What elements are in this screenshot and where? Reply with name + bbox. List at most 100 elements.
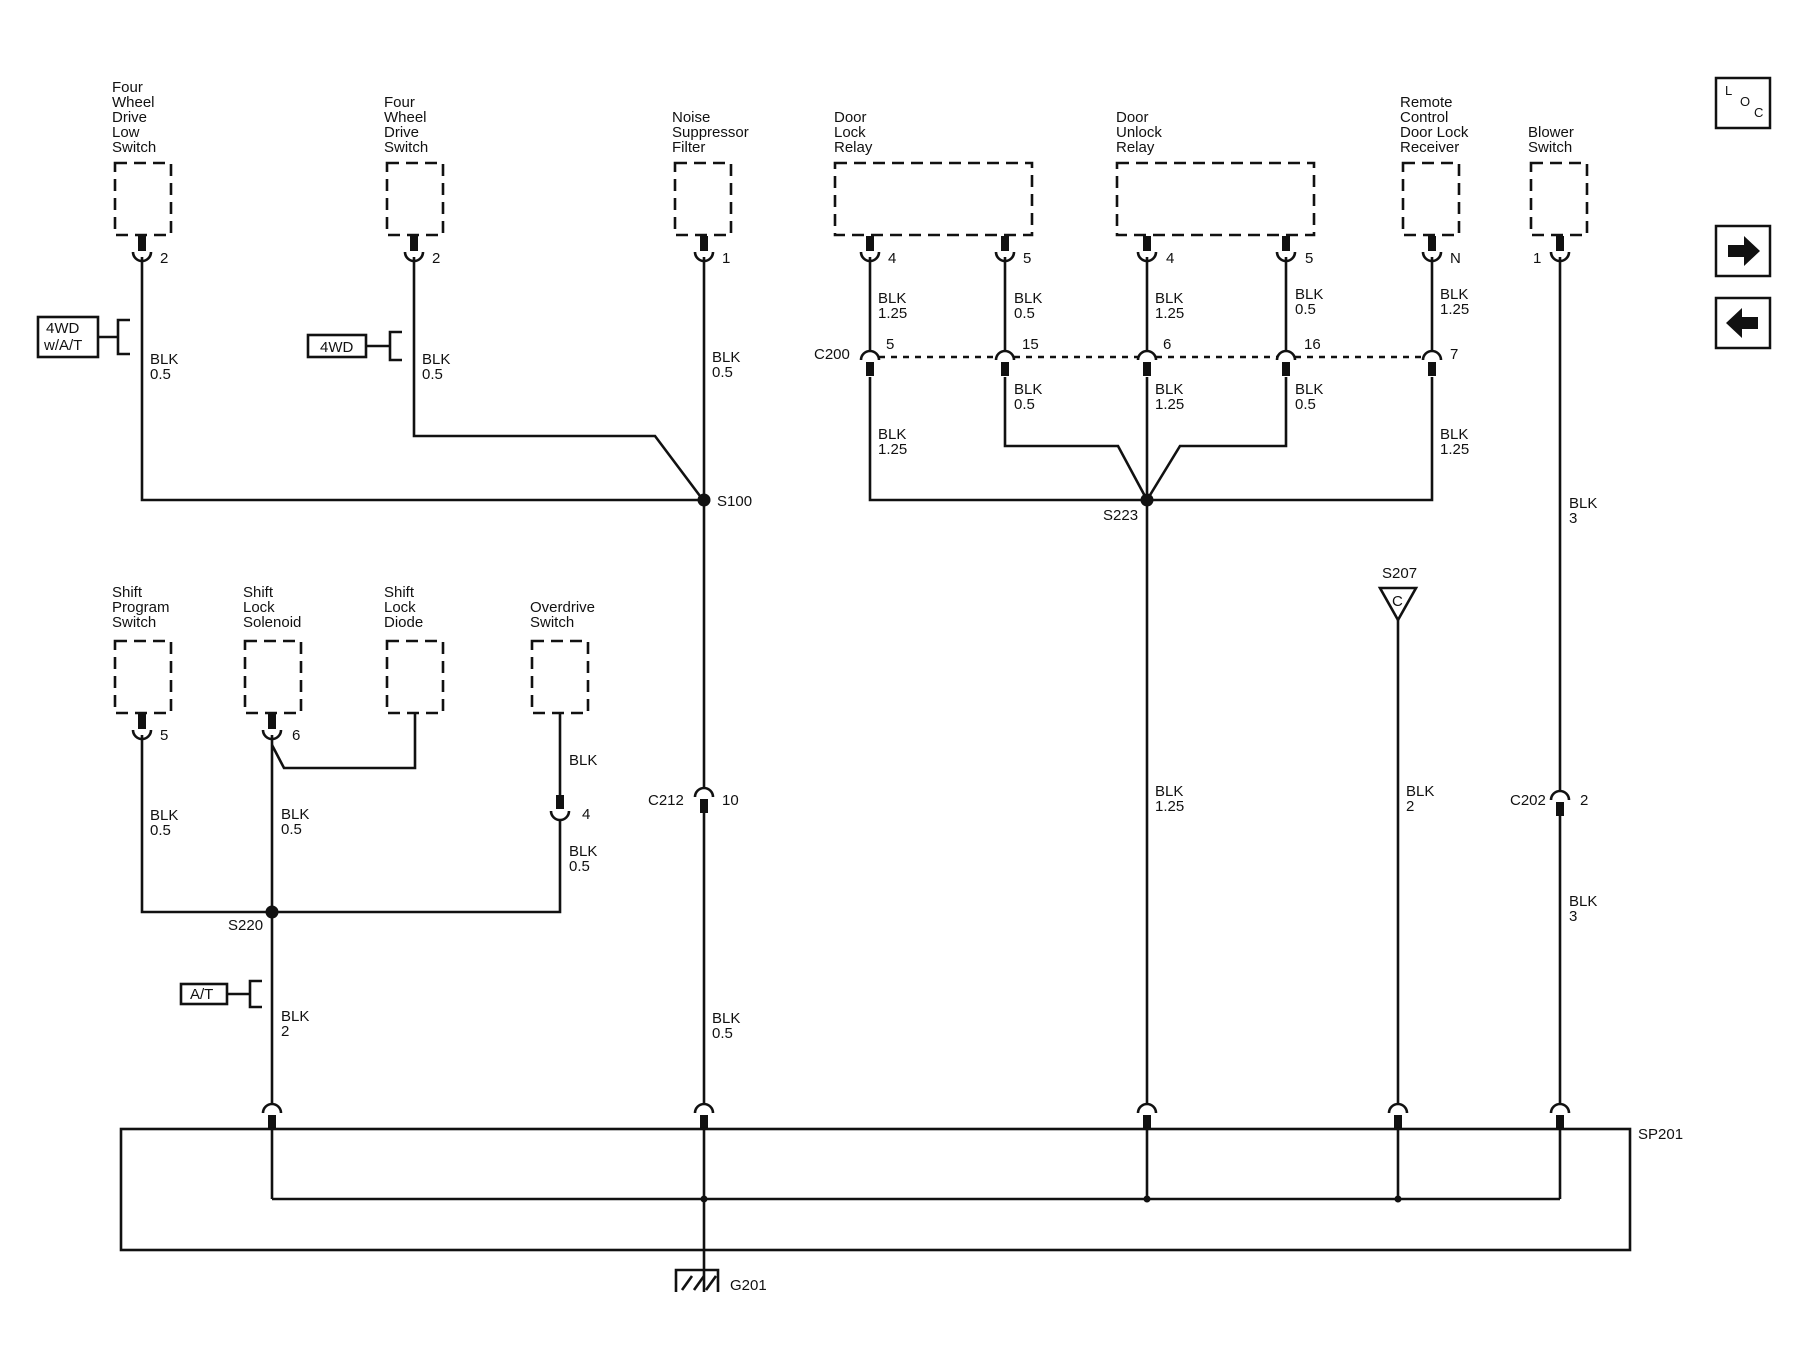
svg-text:Low: Low	[112, 124, 140, 141]
svg-text:BLK: BLK	[1295, 286, 1323, 303]
svg-text:Blower: Blower	[1528, 124, 1574, 141]
remote-control-door-lock-receiver	[1401, 161, 1461, 237]
shift-lock-solenoid	[243, 639, 303, 715]
splice-pack-internal-bus	[270, 1129, 1562, 1292]
label-shift-lock-diode: Shift Lock Diode	[384, 584, 423, 631]
splice-pack-sp201	[119, 1127, 1632, 1252]
svg-text:BLK: BLK	[1155, 783, 1183, 800]
svg-text:BLK: BLK	[878, 426, 906, 443]
splice-pack-terminals	[261, 1102, 1571, 1129]
svg-text:BLK: BLK	[1014, 290, 1042, 307]
loc-button[interactable]: L O C	[1714, 76, 1772, 130]
label-shift-program-switch: Shift Program Switch	[112, 584, 170, 631]
svg-text:Unlock: Unlock	[1116, 124, 1162, 141]
svg-text:1.25: 1.25	[1155, 396, 1184, 413]
svg-text:BLK: BLK	[281, 806, 309, 823]
wire-label: BLK 0.5	[150, 351, 178, 383]
splice-s100	[697, 493, 711, 507]
pin-number: 6	[292, 727, 300, 744]
wire-label: BLK 0.5	[712, 349, 740, 381]
svg-text:Remote: Remote	[1400, 94, 1453, 111]
svg-text:Filter: Filter	[672, 139, 705, 156]
connector-c202-label: C202	[1510, 792, 1546, 809]
svg-text:3: 3	[1569, 908, 1577, 925]
overdrive-switch	[530, 639, 590, 715]
svg-text:Overdrive: Overdrive	[530, 599, 595, 616]
pin-number: 5	[1023, 250, 1031, 267]
pin-number: 1	[1533, 250, 1541, 267]
svg-text:BLK: BLK	[569, 752, 597, 769]
svg-text:0.5: 0.5	[1295, 301, 1316, 318]
svg-text:0.5: 0.5	[150, 366, 171, 383]
option-label: w/A/T	[43, 337, 82, 354]
pin-number: 5	[160, 727, 168, 744]
svg-text:BLK: BLK	[150, 351, 178, 368]
terminal-sockets	[131, 251, 1571, 741]
pin-number: 4	[888, 250, 896, 267]
label-shift-lock-solenoid: Shift Lock Solenoid	[243, 584, 301, 631]
connector-overdrive-4	[549, 795, 571, 822]
svg-text:1.25: 1.25	[1440, 301, 1469, 318]
pin-number: 5	[1305, 250, 1313, 267]
svg-text:Drive: Drive	[112, 109, 147, 126]
svg-text:BLK: BLK	[712, 349, 740, 366]
four-wheel-drive-switch	[385, 161, 445, 237]
wire-c200-15	[1003, 377, 1149, 501]
svg-text:BLK: BLK	[878, 290, 906, 307]
svg-text:BLK: BLK	[422, 351, 450, 368]
pin-number: N	[1450, 250, 1461, 267]
svg-text:Shift: Shift	[112, 584, 143, 601]
svg-text:BLK: BLK	[1440, 426, 1468, 443]
wire-label: BLK	[569, 752, 597, 769]
splice-s223	[1140, 493, 1154, 507]
pin-number: 2	[160, 250, 168, 267]
wire-c200-7	[1147, 377, 1434, 502]
pin-number: 10	[722, 792, 739, 809]
svg-text:1.25: 1.25	[1440, 441, 1469, 458]
splice-s220	[265, 905, 279, 919]
next-page-button[interactable]	[1714, 224, 1772, 278]
svg-text:BLK: BLK	[1406, 783, 1434, 800]
pin-number: 6	[1163, 336, 1171, 353]
svg-text:0.5: 0.5	[1014, 396, 1035, 413]
svg-text:Wheel: Wheel	[112, 94, 155, 111]
wire-label: BLK 0.5	[422, 351, 450, 383]
svg-text:Switch: Switch	[112, 139, 156, 156]
label-overdrive-switch: Overdrive Switch	[530, 599, 595, 631]
label-four-wheel-drive-switch: Four Wheel Drive Switch	[384, 94, 428, 156]
wire-c200-16	[1145, 377, 1288, 501]
label-door-lock-relay: Door Lock Relay	[834, 109, 873, 156]
svg-text:Shift: Shift	[243, 584, 274, 601]
svg-text:Lock: Lock	[243, 599, 275, 616]
svg-text:2: 2	[281, 1023, 289, 1040]
connector-c200	[859, 349, 1443, 376]
svg-text:0.5: 0.5	[712, 1025, 733, 1042]
pin-number: 15	[1022, 336, 1039, 353]
blower-switch	[1529, 161, 1589, 237]
svg-text:Door: Door	[834, 109, 867, 126]
svg-text:0.5: 0.5	[150, 822, 171, 839]
ground-symbol	[674, 1268, 720, 1292]
option-bracket	[248, 979, 262, 1009]
label-blower-switch: Blower Switch	[1528, 124, 1574, 156]
label-four-wheel-drive-low-switch: Four Wheel Drive Low Switch	[112, 79, 156, 156]
pin-number: 7	[1450, 346, 1458, 363]
svg-text:0.5: 0.5	[1014, 305, 1035, 322]
label-noise-suppressor-filter: Noise Suppressor Filter	[672, 109, 749, 156]
shift-lock-diode	[385, 639, 445, 715]
svg-text:BLK: BLK	[1440, 286, 1468, 303]
previous-page-button[interactable]	[1714, 296, 1772, 350]
svg-text:1.25: 1.25	[878, 441, 907, 458]
